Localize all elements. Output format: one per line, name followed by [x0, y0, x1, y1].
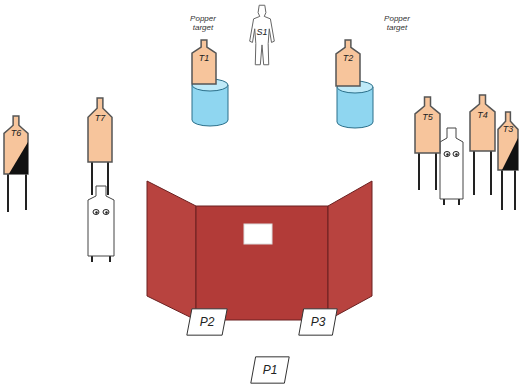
target-label: T3: [503, 125, 514, 134]
barricade-wall: [147, 181, 372, 320]
node-outline: [498, 112, 518, 170]
start-position-figure: S1: [248, 4, 276, 66]
target-label: T2: [343, 54, 354, 63]
target-note: Popper target: [185, 14, 221, 32]
target: T5: [415, 97, 440, 153]
target: T3: [498, 112, 518, 170]
no-shoot-target-left: [88, 186, 114, 256]
node-outline: [88, 98, 112, 162]
target: T2: [336, 40, 360, 86]
target-label: T6: [11, 129, 22, 138]
target-note: Popper target: [379, 14, 415, 32]
target-label: T7: [95, 114, 106, 123]
shooting-position: P1: [250, 356, 290, 384]
target: T4: [470, 95, 495, 151]
target: T7: [88, 98, 112, 162]
target-label: S1: [256, 28, 267, 37]
shooting-position: P3: [298, 308, 338, 336]
target-label: T5: [422, 113, 433, 122]
node-outline: [415, 97, 440, 153]
target: T6: [4, 116, 28, 174]
target-label: T1: [199, 54, 210, 63]
shooting-position: P2: [186, 308, 228, 336]
target-label: T4: [477, 111, 488, 120]
position-label: P3: [311, 316, 326, 328]
node-outline: [336, 40, 360, 86]
no-shoot-target-right: [440, 128, 463, 199]
target: T1: [192, 40, 216, 84]
node-outline: [470, 95, 495, 151]
node-outline: [4, 116, 28, 174]
position-label: P2: [200, 316, 215, 328]
position-label: P1: [263, 364, 278, 376]
